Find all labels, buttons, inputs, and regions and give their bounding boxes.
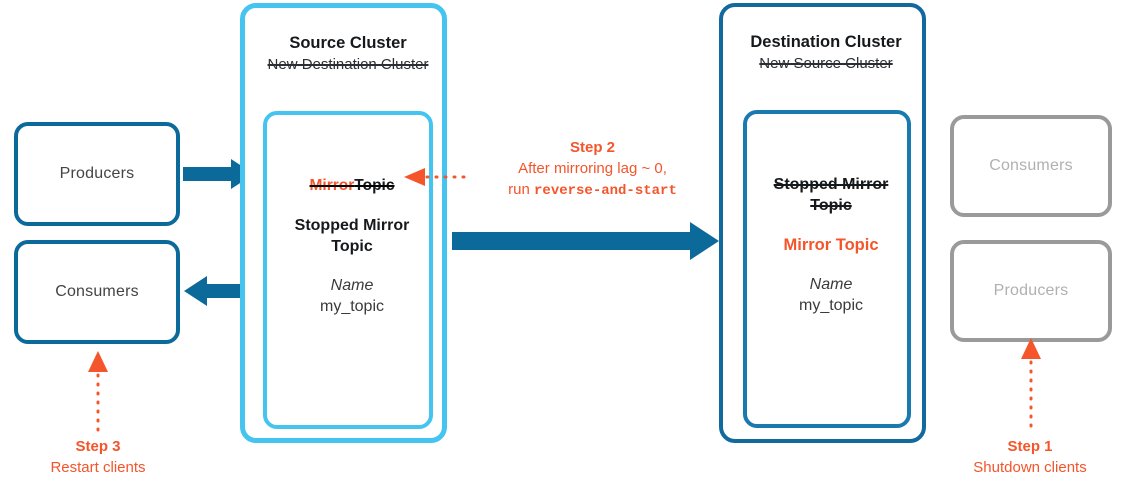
step3-callout: Step 3 Restart clients — [0, 437, 196, 478]
destination-cluster-title: Destination Cluster — [750, 33, 902, 51]
step3-dotted-arrow — [87, 351, 109, 439]
step1-title: Step 1 — [1007, 438, 1053, 455]
step1-dotted-arrow — [1020, 338, 1042, 434]
arrow-source-to-destination — [452, 222, 720, 260]
source-topic-struck-word-mirror: Mirror — [309, 177, 355, 194]
source-topic-name-value: my_topic — [319, 298, 385, 315]
source-cluster: Source Cluster New Destination Cluster M… — [240, 3, 447, 443]
source-topic-struck-title: MirrorTopic — [267, 175, 437, 197]
consumers-box-left[interactable]: Consumers — [14, 240, 180, 344]
source-topic-strong-label: Stopped Mirror Topic — [294, 217, 410, 255]
step2-line2: run reverse-and-start — [470, 179, 715, 202]
step1-callout: Step 1 Shutdown clients — [930, 437, 1127, 478]
step2-line2-prefix: run — [508, 181, 535, 198]
source-cluster-title: Source Cluster — [289, 34, 407, 52]
source-topic-name-label: Name — [330, 277, 374, 294]
arrow-source-to-consumers — [183, 275, 255, 307]
source-topic-panel: MirrorTopic Stopped Mirror Topic Name my… — [263, 111, 433, 429]
producers-label-right: Producers — [993, 282, 1069, 299]
destination-cluster-heading: Destination Cluster New Source Cluster — [731, 32, 921, 74]
producers-box-right[interactable]: Producers — [950, 240, 1112, 342]
destination-topic-struck-label: Stopped Mirror Topic — [773, 176, 889, 214]
arrow-producers-to-source — [183, 158, 255, 190]
producers-box-left[interactable]: Producers — [14, 122, 180, 226]
destination-cluster-subtitle: New Source Cluster — [759, 55, 893, 72]
step2-dotted-arrow — [403, 167, 473, 187]
step3-body: Restart clients — [50, 459, 146, 476]
destination-topic-name-value: my_topic — [798, 297, 864, 314]
source-topic-name-block: Name my_topic — [267, 275, 437, 317]
consumers-box-right[interactable]: Consumers — [950, 115, 1112, 217]
step2-command: reverse-and-start — [534, 183, 677, 199]
step1-body: Shutdown clients — [973, 459, 1087, 476]
step2-line1: After mirroring lag ~ 0, — [518, 160, 667, 177]
destination-topic-panel: Stopped Mirror Topic Mirror Topic Name m… — [743, 110, 911, 428]
consumers-label-left: Consumers — [55, 283, 139, 300]
source-topic-struck-word-topic: Topic — [354, 177, 395, 194]
step3-title: Step 3 — [75, 438, 121, 455]
producers-label-left: Producers — [59, 165, 135, 182]
consumers-label-right: Consumers — [989, 157, 1073, 174]
destination-topic-accent-label: Mirror Topic — [783, 236, 879, 254]
destination-topic-name-label: Name — [809, 276, 853, 293]
source-cluster-heading: Source Cluster New Destination Cluster — [255, 33, 441, 75]
destination-cluster: Destination Cluster New Source Cluster S… — [719, 3, 926, 443]
source-cluster-subtitle: New Destination Cluster — [267, 56, 429, 73]
destination-topic-name-block: Name my_topic — [747, 274, 915, 316]
step2-title: Step 2 — [569, 139, 615, 156]
step2-callout: Step 2 After mirroring lag ~ 0, run reve… — [470, 138, 715, 202]
